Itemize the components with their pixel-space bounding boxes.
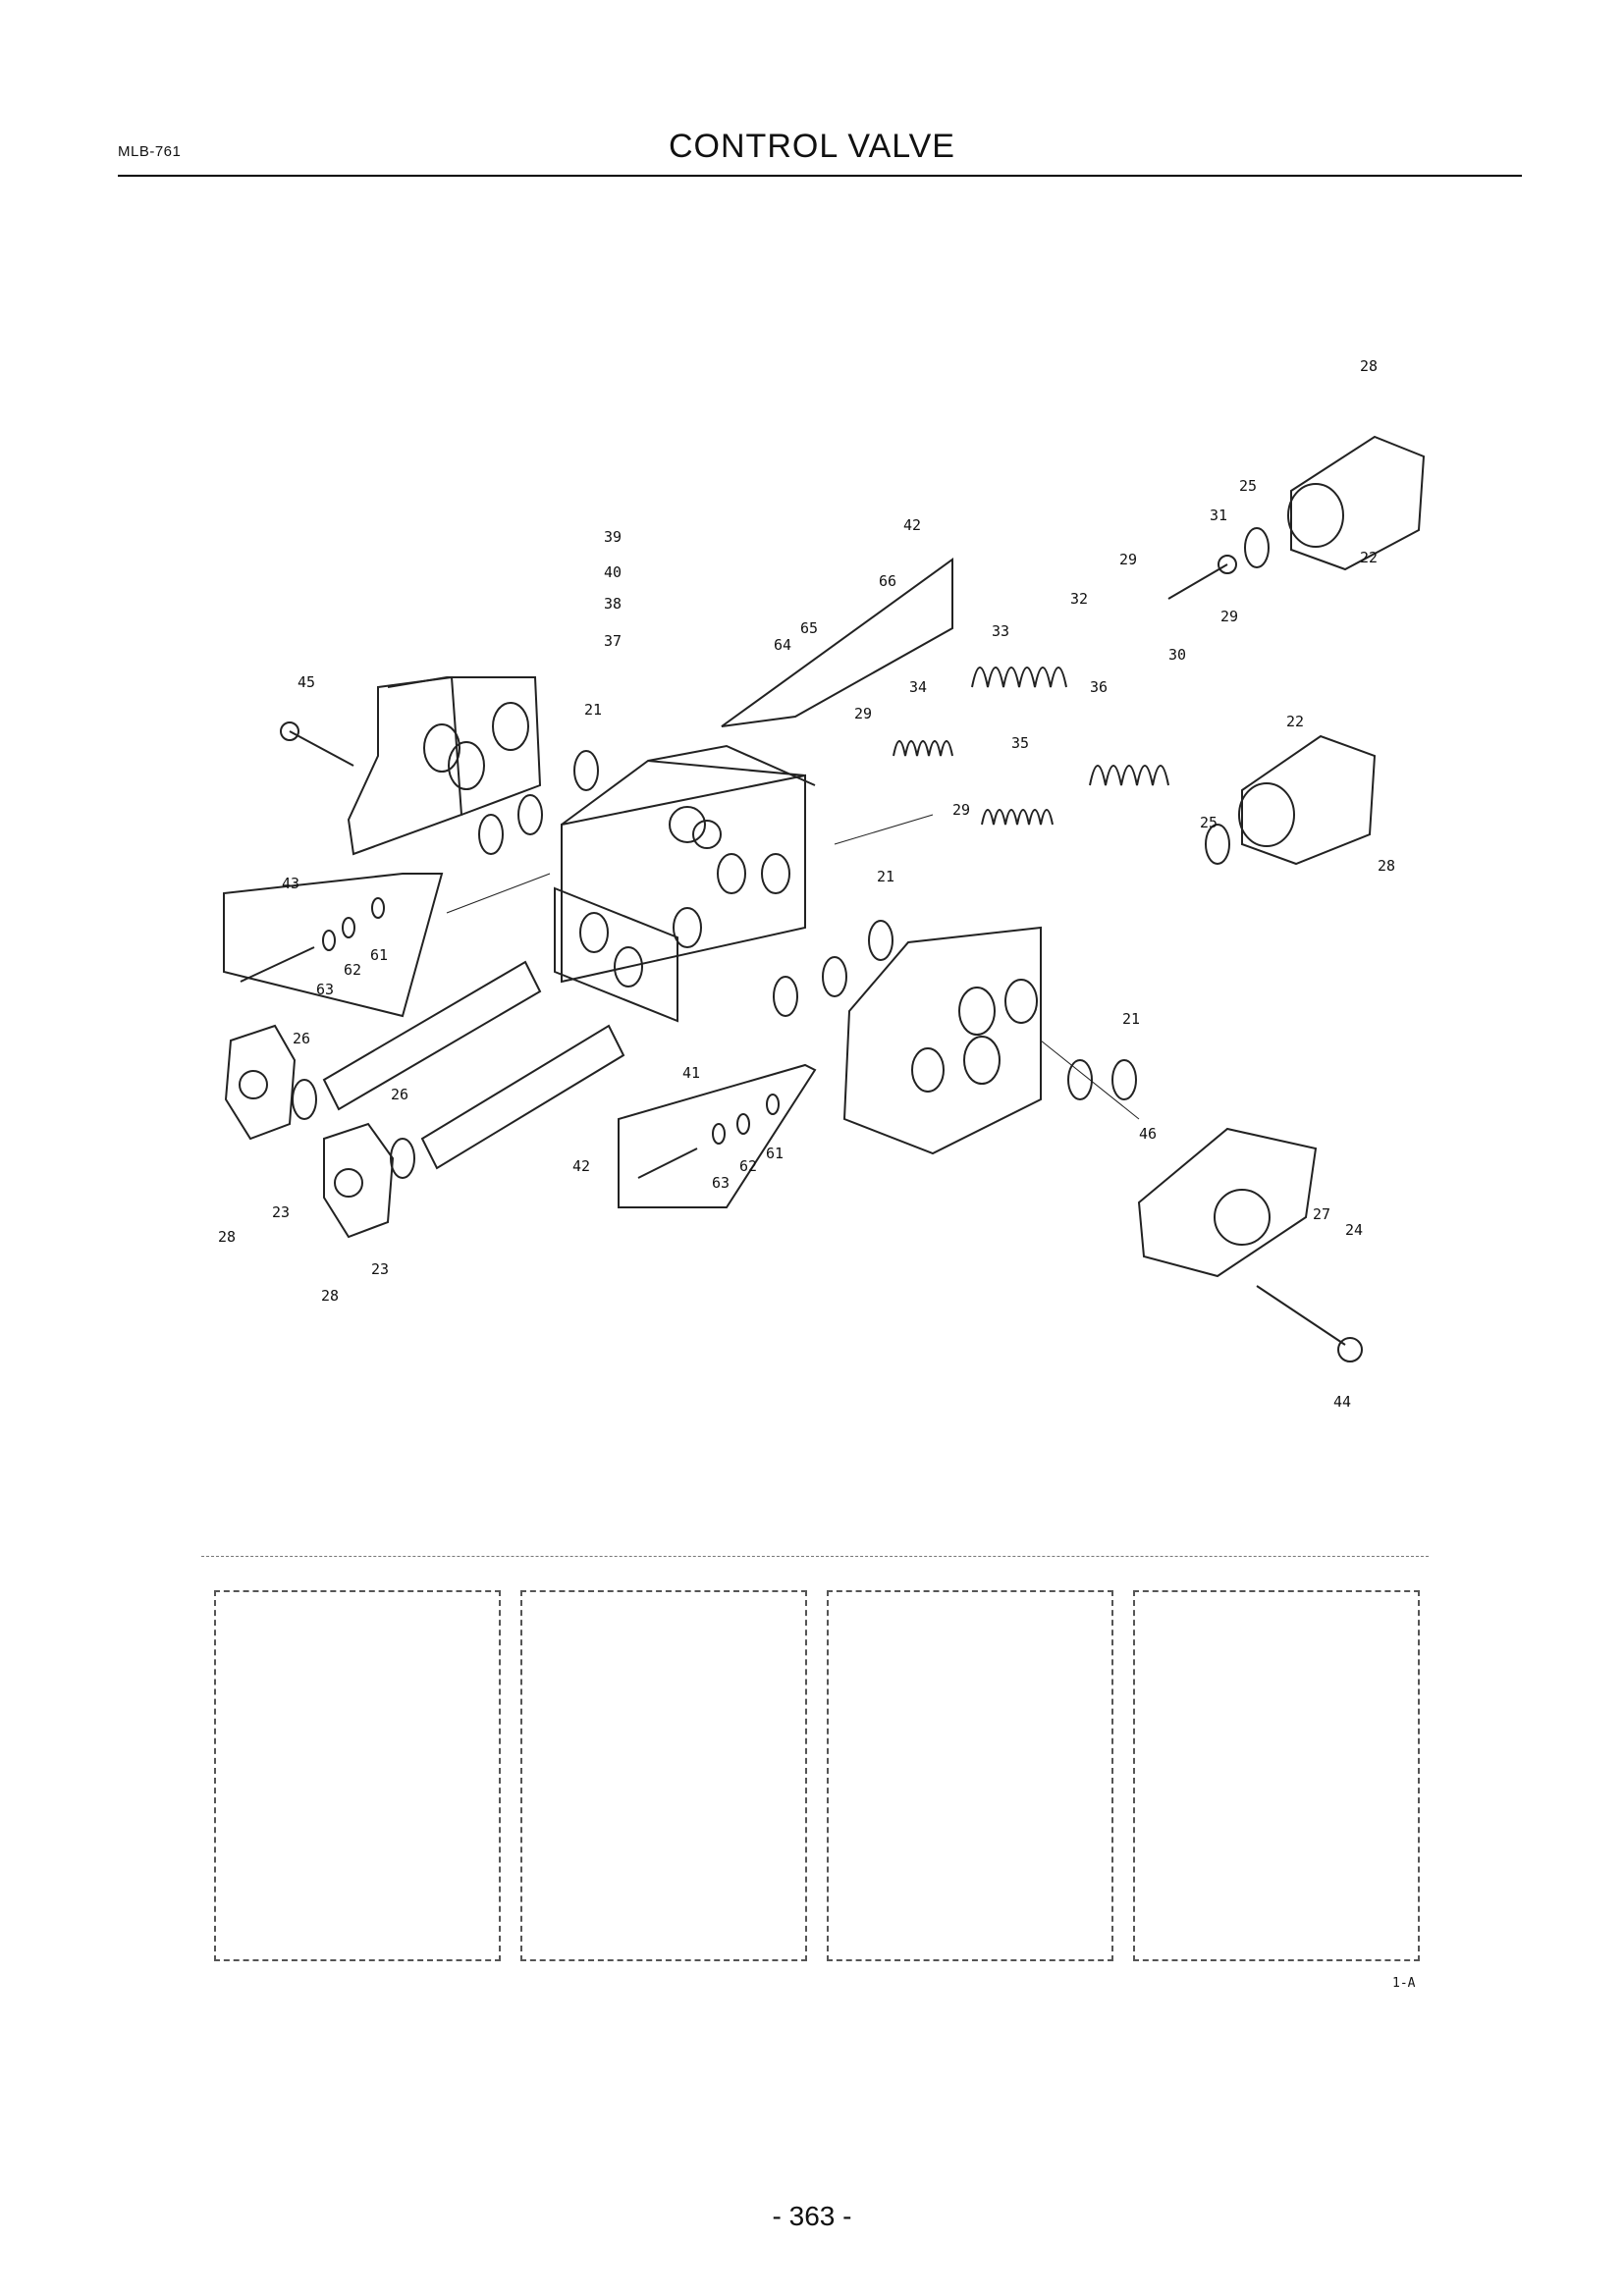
callout-label: 35 — [1011, 734, 1029, 752]
callout-label: 40 — [604, 563, 622, 581]
callout-label: 26 — [391, 1086, 408, 1103]
pilot-cap-center — [323, 1122, 395, 1239]
parts-list-panels — [214, 1590, 1422, 1963]
callout-label: 64 — [774, 636, 791, 654]
parts-list-panel-1 — [214, 1590, 501, 1961]
callout-label: 23 — [272, 1203, 290, 1221]
group-42-box — [721, 558, 953, 727]
bolt-44 — [1256, 1285, 1346, 1346]
valve-section-right — [842, 926, 1042, 1155]
parts-list-panel-4 — [1133, 1590, 1420, 1961]
callout-label: 22 — [1360, 549, 1378, 566]
callout-label: 65 — [800, 619, 818, 637]
callout-label: 33 — [992, 622, 1009, 640]
parts-list-panel-3 — [827, 1590, 1113, 1961]
group-41-box — [618, 1063, 817, 1208]
callout-label: 28 — [1378, 857, 1395, 875]
callout-label: 46 — [1139, 1125, 1157, 1143]
spool-lower — [420, 1024, 625, 1170]
callout-label: 26 — [293, 1030, 310, 1047]
callout-label: 27 — [1313, 1205, 1330, 1223]
callout-label: 41 — [682, 1064, 700, 1082]
spring-36 — [1089, 765, 1169, 786]
end-cover-left — [347, 675, 463, 856]
callout-label: 28 — [321, 1287, 339, 1305]
spool-upper — [322, 960, 542, 1111]
callout-label: 25 — [1200, 814, 1218, 831]
callout-label: 63 — [712, 1174, 730, 1192]
callout-label: 23 — [371, 1260, 389, 1278]
callout-label: 45 — [298, 673, 315, 691]
callout-label: 25 — [1239, 477, 1257, 495]
parts-list-panel-2 — [520, 1590, 807, 1961]
callout-label: 62 — [344, 961, 361, 979]
callout-label: 24 — [1345, 1221, 1363, 1239]
callout-label: 38 — [604, 595, 622, 613]
callout-label: 36 — [1090, 678, 1108, 696]
spring-33 — [971, 667, 1067, 688]
valve-body-main — [561, 774, 806, 984]
callout-label: 66 — [879, 572, 896, 590]
callout-label: 32 — [1070, 590, 1088, 608]
bolt-45 — [289, 730, 354, 767]
callout-label: 61 — [370, 946, 388, 964]
callout-label: 22 — [1286, 713, 1304, 730]
end-cover-right — [1137, 1127, 1318, 1278]
callout-label: 42 — [572, 1157, 590, 1175]
exploded-parts-diagram: 28 25 31 22 29 42 39 40 38 37 66 65 64 3… — [218, 357, 1426, 1411]
callout-label: 37 — [604, 632, 622, 650]
figure-reference: 1-A — [1392, 1976, 1416, 1991]
callout-label: 30 — [1168, 646, 1186, 664]
callout-label: 29 — [1220, 608, 1238, 625]
callout-label: 21 — [584, 701, 602, 719]
callout-label: 61 — [766, 1145, 784, 1162]
callout-label: 29 — [854, 705, 872, 722]
callout-label: 31 — [1210, 507, 1227, 524]
callout-label: 39 — [604, 528, 622, 546]
page-title: CONTROL VALVE — [669, 128, 955, 165]
callout-label: 21 — [877, 868, 894, 885]
bolt-31 — [1167, 563, 1228, 600]
callout-label: 28 — [218, 1228, 236, 1246]
section-divider — [201, 1556, 1429, 1557]
cylinder-cap-lower — [1241, 734, 1377, 866]
cylinder-cap-upper — [1290, 435, 1426, 571]
callout-label: 62 — [739, 1157, 757, 1175]
group-43-box — [223, 873, 444, 1018]
callout-label: 29 — [952, 801, 970, 819]
page-number: - 363 - — [772, 2201, 852, 2231]
pilot-cap-left — [224, 1024, 297, 1141]
part-callout-labels: 28 25 31 22 29 42 39 40 38 37 66 65 64 3… — [218, 357, 1395, 1411]
callout-label: 63 — [316, 981, 334, 998]
spring-35 — [981, 809, 1054, 826]
callout-label: 44 — [1333, 1393, 1351, 1411]
callout-label: 34 — [909, 678, 927, 696]
callout-label: 21 — [1122, 1010, 1140, 1028]
header-divider — [118, 175, 1522, 177]
callout-label: 42 — [903, 516, 921, 534]
callout-label: 29 — [1119, 551, 1137, 568]
callout-label: 28 — [1360, 357, 1378, 375]
valve-body-lower — [554, 886, 678, 1023]
spring-34 — [893, 740, 953, 757]
document-code: MLB-761 — [118, 143, 182, 160]
callout-label: 43 — [282, 875, 299, 892]
